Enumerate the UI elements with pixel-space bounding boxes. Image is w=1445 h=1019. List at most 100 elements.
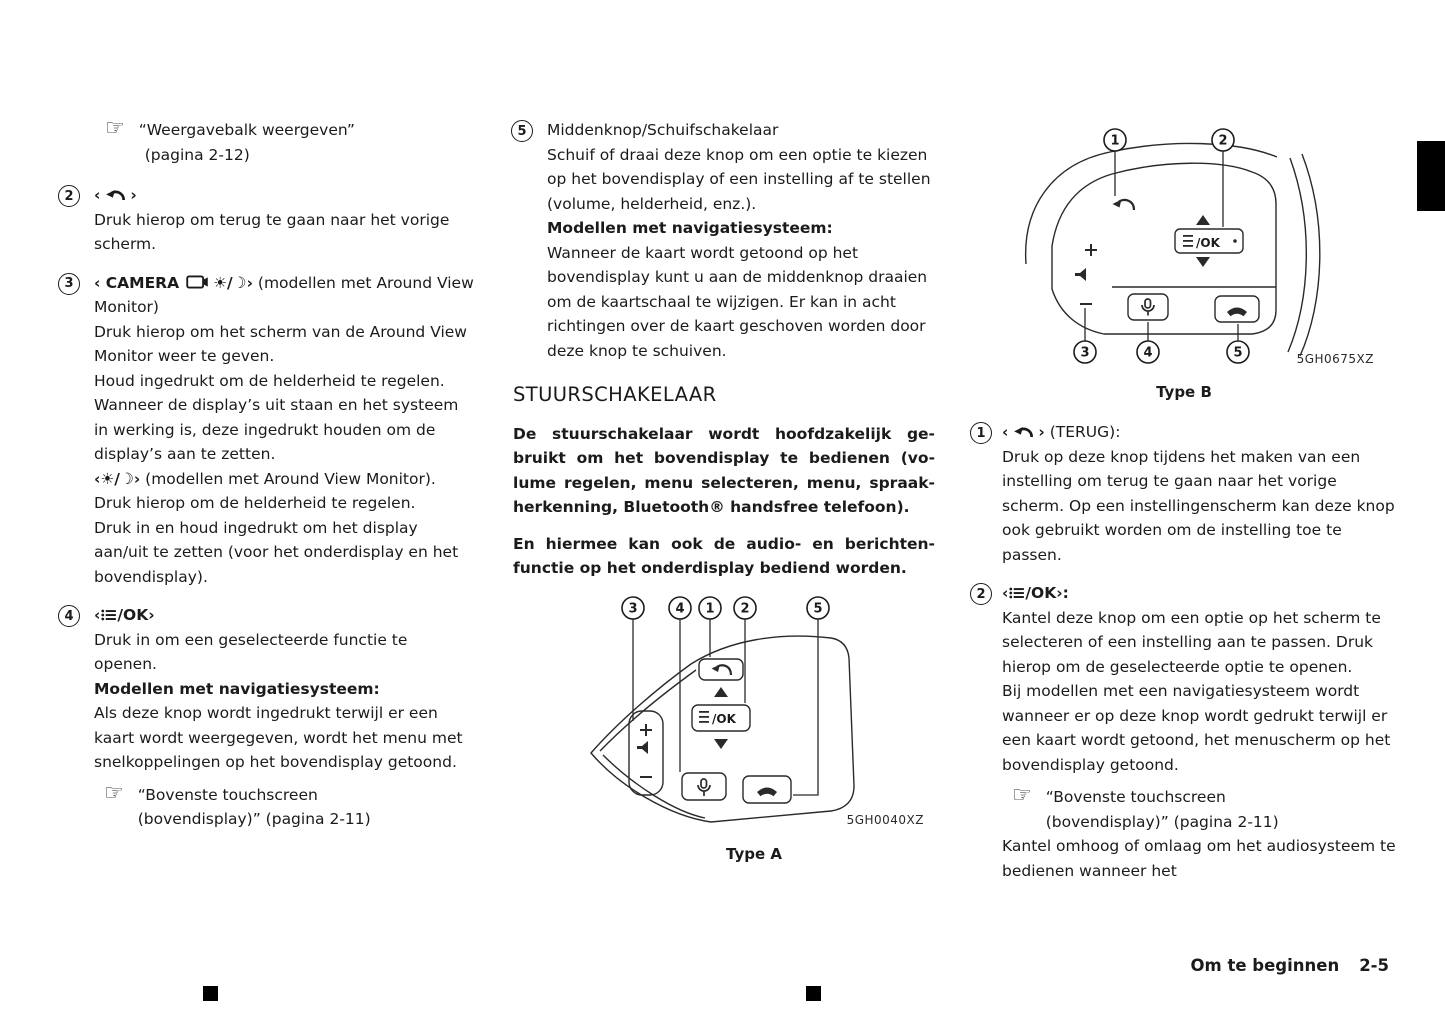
figure-caption: Type B xyxy=(1156,382,1212,401)
ok-label: /OK xyxy=(712,712,737,726)
menu-list-icon xyxy=(1009,587,1025,599)
callout-circles: 3 4 1 2 5 xyxy=(621,595,830,620)
up-arrow-icon xyxy=(714,686,728,697)
figure-code: 5GH0040XZ xyxy=(847,813,924,827)
paragraph: Druk hierop om terug te gaan naar het vo… xyxy=(94,210,450,254)
phone-icon xyxy=(1227,307,1247,317)
callout-number: 1 xyxy=(705,601,714,616)
phone-button xyxy=(742,774,792,804)
intro-paragraph: De stuurschakelaar wordt hoofdzakelijk g… xyxy=(513,422,935,520)
menu-ok-button xyxy=(691,703,751,732)
paragraph: Druk in om een geselecteerde functie te … xyxy=(94,630,408,674)
pointing-hand-icon: ☞ xyxy=(105,116,125,141)
camera-icon xyxy=(186,274,208,289)
paragraph: Bij modellen met een navigatiesysteem wo… xyxy=(1002,682,1391,774)
section-heading: STUURSCHAKELAAR xyxy=(513,383,717,406)
page-footer: Om te beginnen 2-5 xyxy=(1191,956,1390,975)
paragraph-line: De stuurschakelaar wordt hoofdzakelijk g… xyxy=(513,424,935,443)
paragraph-text: (modellen met Around View Monitor). xyxy=(140,469,436,488)
pointing-hand-icon: ☞ xyxy=(1012,783,1032,808)
item-header: ‹ /OK›: xyxy=(1002,581,1396,606)
switch-panel-outline xyxy=(590,634,855,823)
callout-number: 3 xyxy=(1080,346,1089,361)
header-suffix: (modellen met Around View Monitor) xyxy=(94,273,474,317)
print-registration-mark xyxy=(806,986,821,1001)
paragraph-line: En hiermee kan ook de audio- en berichte… xyxy=(513,534,935,553)
angle-open: ‹ xyxy=(1002,584,1009,602)
item-number-5: 5 xyxy=(511,120,533,142)
sub-heading-navigation: Modellen met navigatiesysteem: xyxy=(94,679,380,698)
phone-button xyxy=(1214,295,1260,323)
callout-number: 1 xyxy=(1110,134,1119,149)
camera-label: CAMERA xyxy=(105,273,180,292)
angle-open: ‹ xyxy=(94,186,101,204)
callout-circles: 1 2 3 4 5 xyxy=(1073,128,1250,364)
paragraph: Kantel omhoog of omlaag om het audiosyst… xyxy=(1002,837,1396,880)
paragraph: Druk hierop om het scherm van de Around … xyxy=(94,322,467,366)
arrow-glyphs xyxy=(637,686,728,754)
footer-page-number: 2-5 xyxy=(1359,956,1389,975)
voice-button xyxy=(1127,293,1169,321)
item-header: ‹ /OK› xyxy=(94,603,474,628)
angle-close: › xyxy=(130,186,137,204)
back-icon xyxy=(106,190,126,201)
type-a-diagram: /OK 3 4 1 2 5 xyxy=(590,595,924,827)
left-column: ☞ “Weergavebalk weergeven” (pagina 2-12)… xyxy=(58,116,474,846)
plus-icon xyxy=(640,723,652,736)
down-arrow-icon xyxy=(714,738,728,749)
middle-column: 5 Middenknop/Schuifschakelaar Schuif of … xyxy=(511,118,935,867)
paragraph: Schuif of draai deze knop om een optie t… xyxy=(547,145,931,213)
leader-lines xyxy=(632,618,819,796)
paragraph-line: functie op het onderdisplay bediend word… xyxy=(513,559,907,577)
menu-ok-face: /OK xyxy=(699,710,737,726)
paragraph-line: herkenning, Bluetooth® handsfree telefoo… xyxy=(513,498,910,516)
figure-code: 5GH0675XZ xyxy=(1297,352,1374,366)
callout-number: 5 xyxy=(813,601,822,616)
angle-close: › xyxy=(1038,423,1045,441)
callout-number: 4 xyxy=(1143,346,1152,361)
paragraph: Wanneer de kaart wordt getoond op het bo… xyxy=(547,243,928,360)
angle-close: › xyxy=(246,273,253,292)
up-arrow-icon xyxy=(1196,215,1210,225)
paragraph-line: bruikt om het bovendisplay te bedienen (… xyxy=(513,449,935,467)
back-icon xyxy=(1014,427,1034,438)
footer-section-title: Om te beginnen xyxy=(1190,956,1340,975)
callout-number: 2 xyxy=(1218,134,1227,149)
back-button xyxy=(698,657,744,681)
intro-paragraph: En hiermee kan ook de audio- en berichte… xyxy=(513,532,935,581)
paragraph: Druk op deze knop tijdens het maken van … xyxy=(1002,447,1395,564)
xref-title: “Bovenste touchscreen xyxy=(1045,788,1226,806)
brightness-icon: ☀/☽ xyxy=(213,273,247,292)
angle-open: ‹ xyxy=(94,606,101,624)
cross-reference: ☞ “Bovenste touchscreen (bovendisplay)” … xyxy=(94,780,474,832)
callout-number: 5 xyxy=(1233,346,1242,361)
paragraph: Kantel deze knop om een optie op het sch… xyxy=(1002,608,1381,676)
angle-open: ‹ xyxy=(94,273,101,292)
type-b-figure: /OK 1 2 3 4 xyxy=(982,126,1386,404)
arrow-glyphs xyxy=(1075,215,1210,281)
xref-title: “Bovenste touchscreen xyxy=(137,785,318,804)
cross-reference: ☞ “Bovenste touchscreen (bovendisplay)” … xyxy=(1002,783,1396,834)
xref-text: “Bovenste touchscreen (bovendisplay)” (p… xyxy=(138,783,371,832)
item-header: ‹ CAMERA ☀/☽› (modellen met Around View M… xyxy=(94,271,474,320)
item-number-4: 4 xyxy=(58,605,80,627)
callout-number: 2 xyxy=(740,601,749,616)
cross-reference: ☞ “Weergavebalk weergeven” (pagina 2-12) xyxy=(60,116,474,167)
pointing-hand-icon: ☞ xyxy=(104,780,124,806)
speaker-icon xyxy=(637,740,648,754)
item-number-2: 2 xyxy=(58,185,80,207)
phone-icon xyxy=(757,787,777,796)
xref-text: “Weergavebalk weergeven” (pagina 2-12) xyxy=(139,118,355,167)
list-item-menu-ok-button: 2 ‹/OK›: Kantel deze knop om een optie o… xyxy=(970,581,1396,883)
voice-button xyxy=(681,771,727,801)
plus-icon xyxy=(1085,244,1097,256)
paragraph: Als deze knop wordt ingedrukt terwijl er… xyxy=(94,704,463,771)
switch-panel-outline xyxy=(1024,142,1321,357)
ok-label: /OK›: xyxy=(1025,584,1069,602)
ok-label: /OK› xyxy=(117,606,155,624)
paragraph: Wanneer de display’s uit staan en het sy… xyxy=(94,396,459,463)
item-number-1: 1 xyxy=(970,422,992,444)
figure-caption: Type A xyxy=(726,845,782,863)
xref-text: “Bovenste touchscreen (bovendisplay)” (p… xyxy=(1046,785,1279,834)
right-column: /OK 1 2 3 4 xyxy=(970,126,1396,897)
